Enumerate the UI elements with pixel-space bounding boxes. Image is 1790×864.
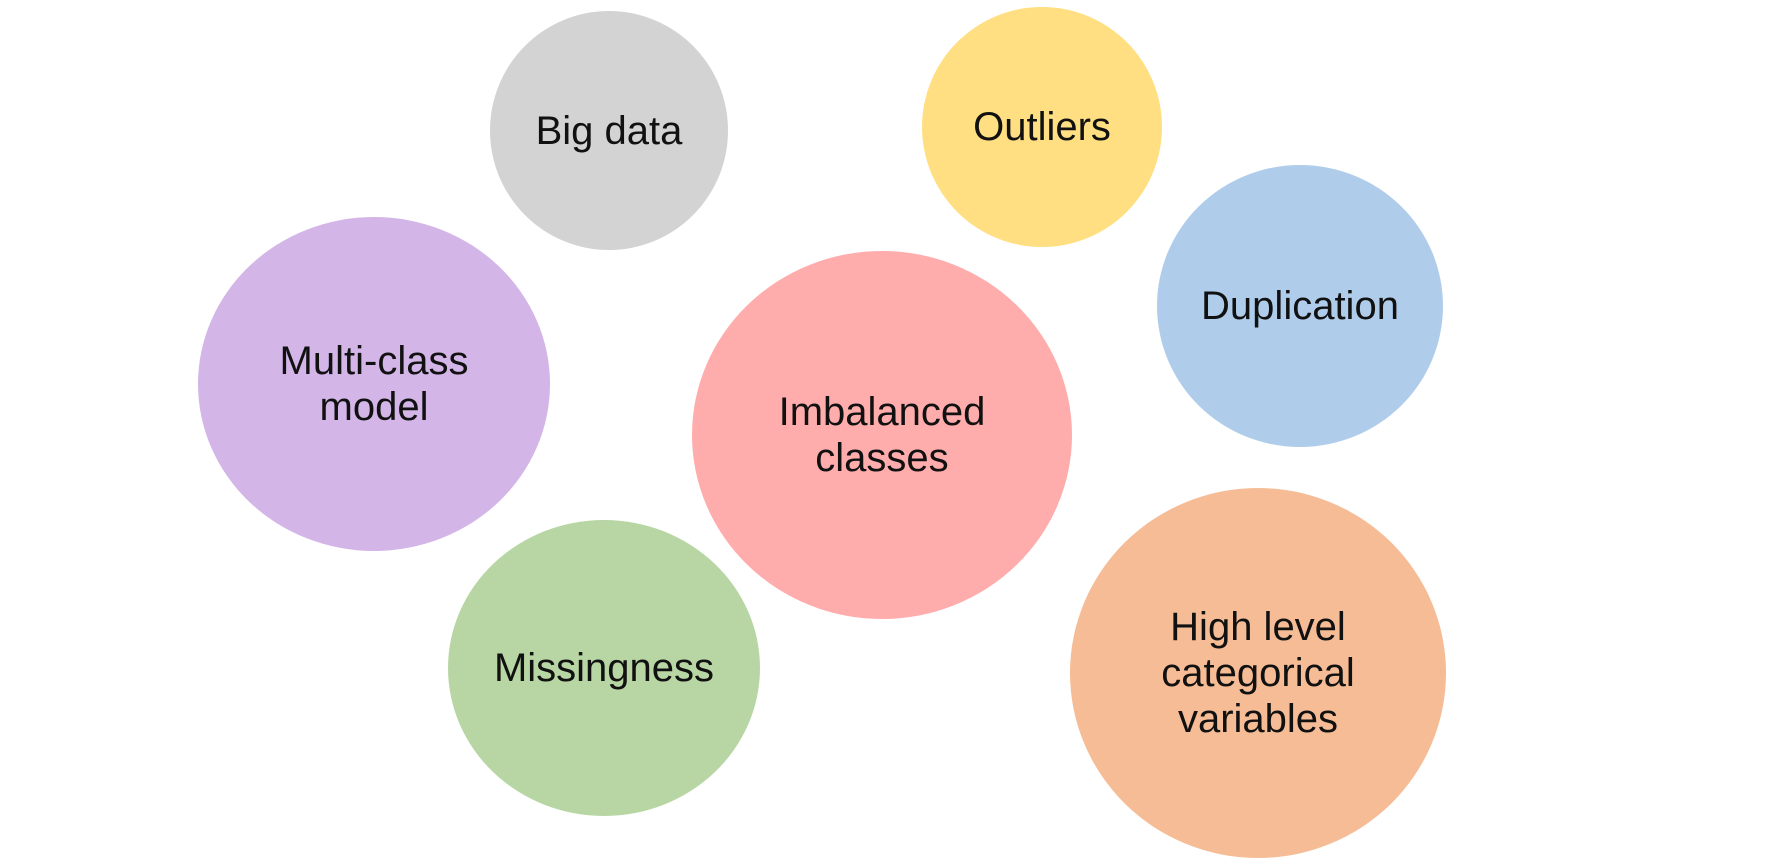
bubble-label-multi-class-model: Multi-class model — [279, 339, 469, 429]
bubble-label-high-level-categorical-variables: High level categorical variables — [1161, 605, 1355, 741]
bubble-multi-class-model: Multi-class model — [198, 217, 550, 551]
bubble-duplication: Duplication — [1157, 165, 1443, 447]
bubble-label-duplication: Duplication — [1201, 284, 1399, 328]
bubble-label-imbalanced-classes: Imbalanced classes — [778, 390, 986, 480]
bubble-missingness: Missingness — [448, 520, 760, 816]
bubble-outliers: Outliers — [922, 7, 1162, 247]
bubble-label-outliers: Outliers — [973, 105, 1111, 149]
bubble-big-data: Big data — [490, 11, 728, 250]
bubble-label-missingness: Missingness — [493, 646, 715, 690]
bubble-high-level-categorical-variables: High level categorical variables — [1070, 488, 1446, 858]
bubble-label-big-data: Big data — [535, 108, 683, 153]
bubble-imbalanced-classes: Imbalanced classes — [692, 251, 1072, 619]
